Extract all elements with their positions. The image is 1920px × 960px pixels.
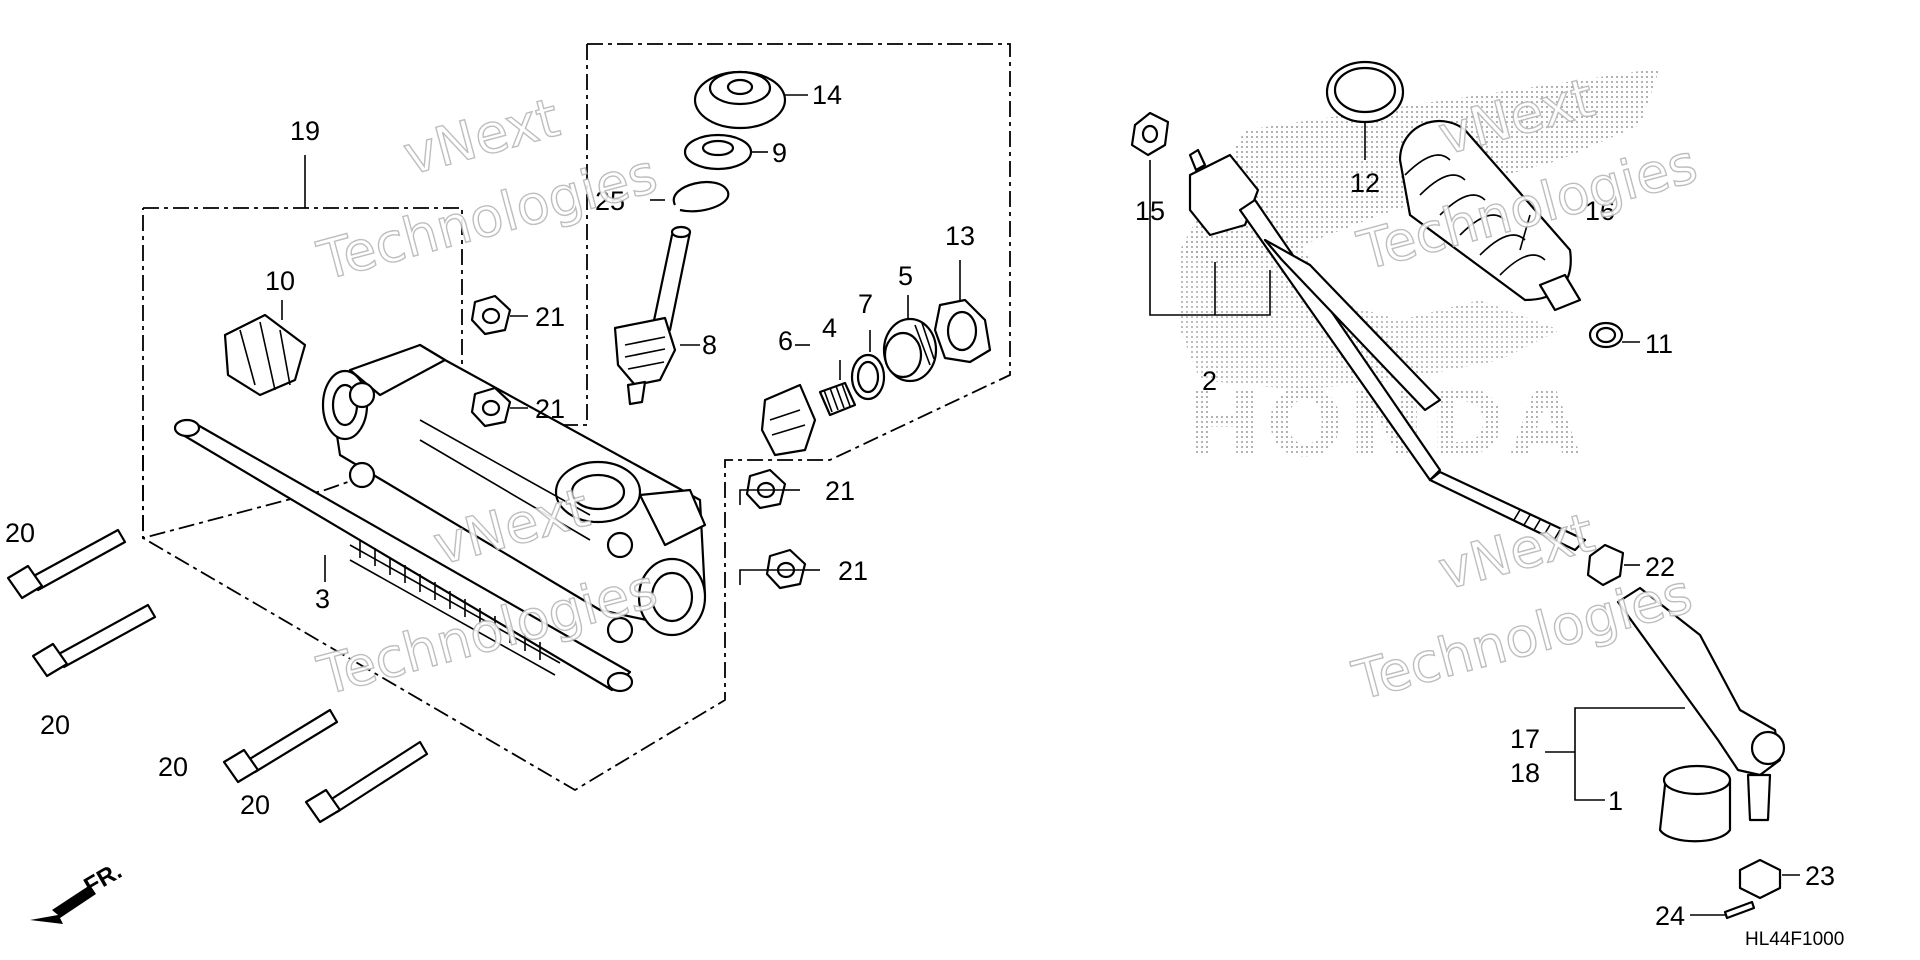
callout-20-bottom-upper: 20 xyxy=(158,752,188,782)
diagram-code: HL44F1000 xyxy=(1745,929,1844,950)
callout-2: 2 xyxy=(1202,366,1217,396)
callout-10: 10 xyxy=(265,266,295,296)
lock-nut xyxy=(933,298,992,364)
callout-24: 24 xyxy=(1655,901,1685,931)
callout-9: 9 xyxy=(772,138,787,168)
guide-screw xyxy=(882,317,938,383)
callout-23: 23 xyxy=(1805,861,1835,891)
callout-19: 19 xyxy=(290,116,320,146)
pinion-assembly-outline xyxy=(142,43,1011,792)
mount-cushion xyxy=(223,313,307,397)
tie-rod-end xyxy=(1616,586,1786,822)
gear-housing xyxy=(321,343,707,644)
tie-rod xyxy=(1188,148,1587,552)
front-direction-arrow-icon: FR. xyxy=(30,857,126,924)
rack-boot xyxy=(1398,120,1582,312)
cotter-pin xyxy=(1723,900,1756,920)
callout-11: 11 xyxy=(1645,329,1673,359)
callout-20-bottom-lower: 20 xyxy=(240,790,270,820)
ball-joint-boot xyxy=(1658,764,1732,843)
honda-wordmark: HONDA xyxy=(1185,370,1585,477)
callout-21-upper: 21 xyxy=(535,302,565,332)
callout-3: 3 xyxy=(315,584,330,614)
callout-12: 12 xyxy=(1350,168,1380,198)
castle-nut xyxy=(1738,858,1782,900)
mounting-bolt xyxy=(31,603,157,678)
callout-6: 6 xyxy=(778,326,793,356)
callout-4: 4 xyxy=(822,313,837,343)
callout-18: 18 xyxy=(1510,758,1540,788)
rack-guide xyxy=(760,383,817,457)
mounting-bolt xyxy=(222,708,339,784)
flange-nut xyxy=(745,468,787,510)
callout-20-left-lower: 20 xyxy=(40,710,70,740)
boot-clamp-band xyxy=(1325,60,1405,124)
callout-22: 22 xyxy=(1645,552,1675,582)
callout-21-right-lower: 21 xyxy=(838,556,868,586)
tie-rod-lock-nut xyxy=(1586,543,1625,587)
pinion-cap xyxy=(693,70,787,130)
flange-nut xyxy=(470,386,512,428)
mounting-bolt xyxy=(304,740,429,824)
callout-15: 15 xyxy=(1135,196,1165,226)
callout-13: 13 xyxy=(945,221,975,251)
mounting-bolt xyxy=(6,528,127,600)
small-nut xyxy=(1130,111,1170,157)
guide-spring xyxy=(818,381,857,417)
callout-14: 14 xyxy=(812,80,842,110)
callout-20-left-upper: 20 xyxy=(5,518,35,548)
pinion-shaft xyxy=(613,225,692,406)
callout-7: 7 xyxy=(858,289,873,319)
rack-shaft xyxy=(173,418,634,693)
flange-nut xyxy=(765,548,807,590)
callout-numbers: 14 9 25 8 19 10 21 21 21 21 6 4 7 5 13 3… xyxy=(5,80,1835,931)
callout-16: 16 xyxy=(1585,196,1615,226)
callout-1: 1 xyxy=(1608,786,1623,816)
oil-seal xyxy=(683,133,753,171)
watermark: vNext Technologies xyxy=(1345,500,1699,713)
flange-nut xyxy=(470,294,512,336)
o-ring xyxy=(850,353,886,401)
callout-5: 5 xyxy=(898,261,913,291)
leader-lines xyxy=(281,94,1800,916)
watermark: vNext Technologies xyxy=(310,85,664,293)
boot-clip xyxy=(1588,321,1624,349)
callout-17: 17 xyxy=(1510,724,1540,754)
callout-8: 8 xyxy=(702,330,717,360)
snap-ring xyxy=(672,180,730,213)
callout-25: 25 xyxy=(595,186,625,216)
callout-21-middle: 21 xyxy=(535,394,565,424)
callout-21-right-upper: 21 xyxy=(825,476,855,506)
